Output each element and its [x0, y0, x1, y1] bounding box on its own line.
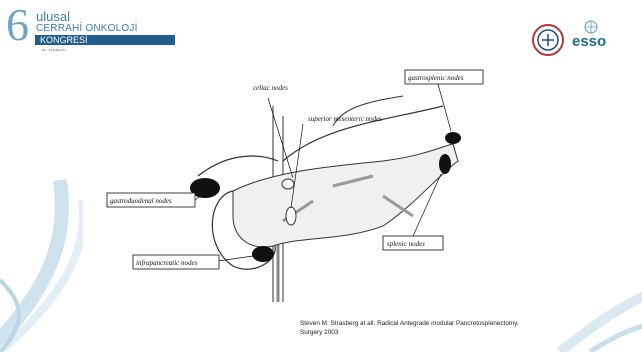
label-infrapancreatic: infrapancreatic nodes [136, 259, 198, 267]
pancreas-lymph-node-illustration: celiac nodes superior mesenteric nodes g… [83, 66, 491, 302]
logo-number: 6 [6, 2, 29, 48]
anatomy-drawing: celiac nodes superior mesenteric nodes g… [83, 66, 491, 302]
logo-line3: KONGRESİ [40, 35, 88, 45]
caption-line1: Steven M. Strasberg at all. Radical Ante… [300, 320, 620, 329]
esso-emblem-icon [569, 20, 613, 34]
celiac-node [282, 179, 294, 189]
label-superior-mesenteric: superior mesenteric nodes [308, 115, 382, 123]
mesenteric-node [286, 207, 296, 225]
label-gastrosplenic: gastrosplenic nodes [408, 74, 464, 82]
congress-logo: 6 ulusal CERRAHİ ONKOLOJİ KONGRESİ 24 – … [4, 6, 174, 66]
esso-text: esso [572, 34, 606, 49]
logo-line2: CERRAHİ ONKOLOJİ [36, 23, 138, 34]
logo-line1: ulusal [36, 10, 70, 23]
infrapancreatic-node [252, 246, 274, 262]
splenic-node [439, 154, 451, 174]
label-celiac: celiac nodes [253, 84, 288, 92]
label-splenic: splenic nodes [387, 240, 425, 248]
esso-logo: esso [569, 20, 613, 62]
surgical-society-seal-icon [532, 24, 564, 56]
caption-line2: Surgery 2003 [300, 329, 620, 338]
figure-caption: Steven M. Strasberg at all. Radical Ante… [300, 320, 620, 337]
logo-date: 24 – 27 Şubat 20... [42, 48, 67, 52]
label-gastroduodenal: gastroduodenal nodes [110, 197, 172, 205]
gastrosplenic-node [445, 132, 461, 144]
